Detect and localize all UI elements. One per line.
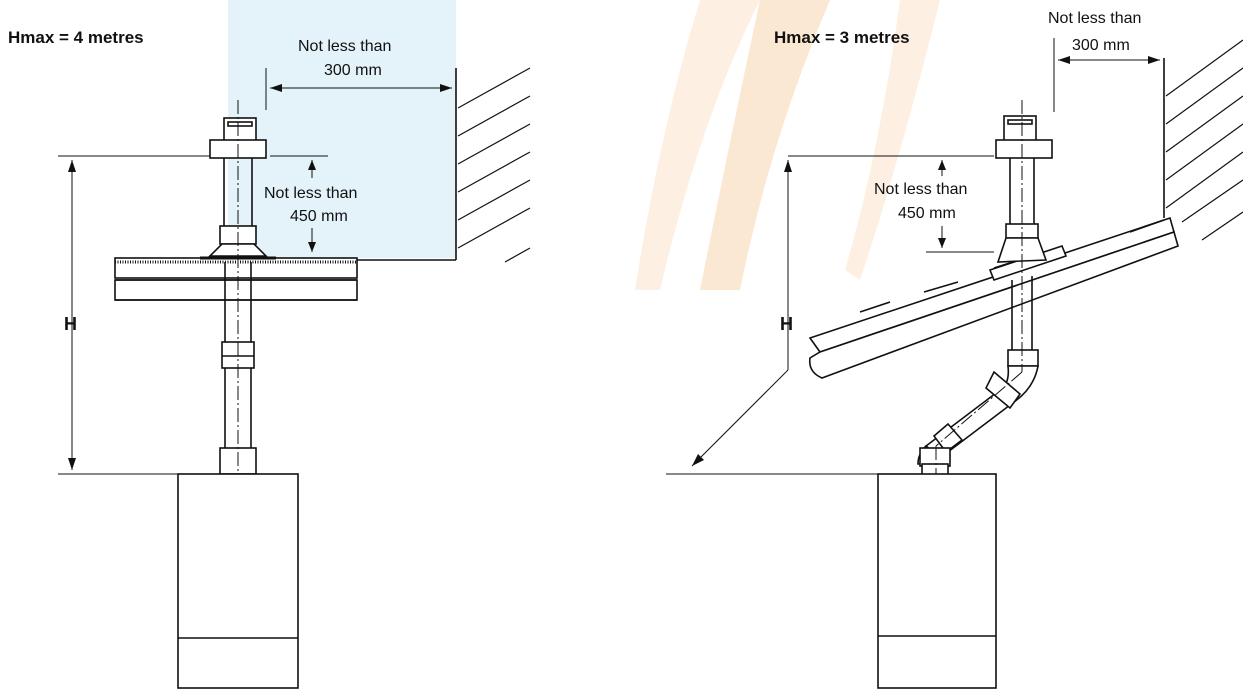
clearance-top-label-line1: Not less than	[298, 38, 392, 55]
figure-title: Hmax = 4 metres	[8, 28, 144, 47]
clearance-side-label-line1: Not less than	[874, 181, 968, 198]
figure-title: Hmax = 3 metres	[774, 28, 910, 47]
clearance-side-label-line2: 450 mm	[290, 208, 348, 225]
height-label: H	[64, 314, 77, 334]
clearance-side-label-line1: Not less than	[264, 185, 358, 202]
height-label: H	[780, 314, 793, 334]
clearance-top-label-line1: Not less than	[1048, 10, 1142, 27]
flat-roof-diagram: Hmax = 4 metres Not less than 300 mm Not…	[0, 0, 621, 691]
pitched-roof-flue-diagram-icon	[666, 38, 1243, 689]
clearance-side-label-line2: 450 mm	[898, 205, 956, 222]
pitched-roof-diagram: Hmax = 3 metres Not less than 300 mm Not…	[622, 0, 1243, 691]
clearance-top-label-line2: 300 mm	[324, 62, 382, 79]
clearance-top-label-line2: 300 mm	[1072, 37, 1130, 54]
flat-roof-flue-diagram-icon	[58, 67, 531, 689]
